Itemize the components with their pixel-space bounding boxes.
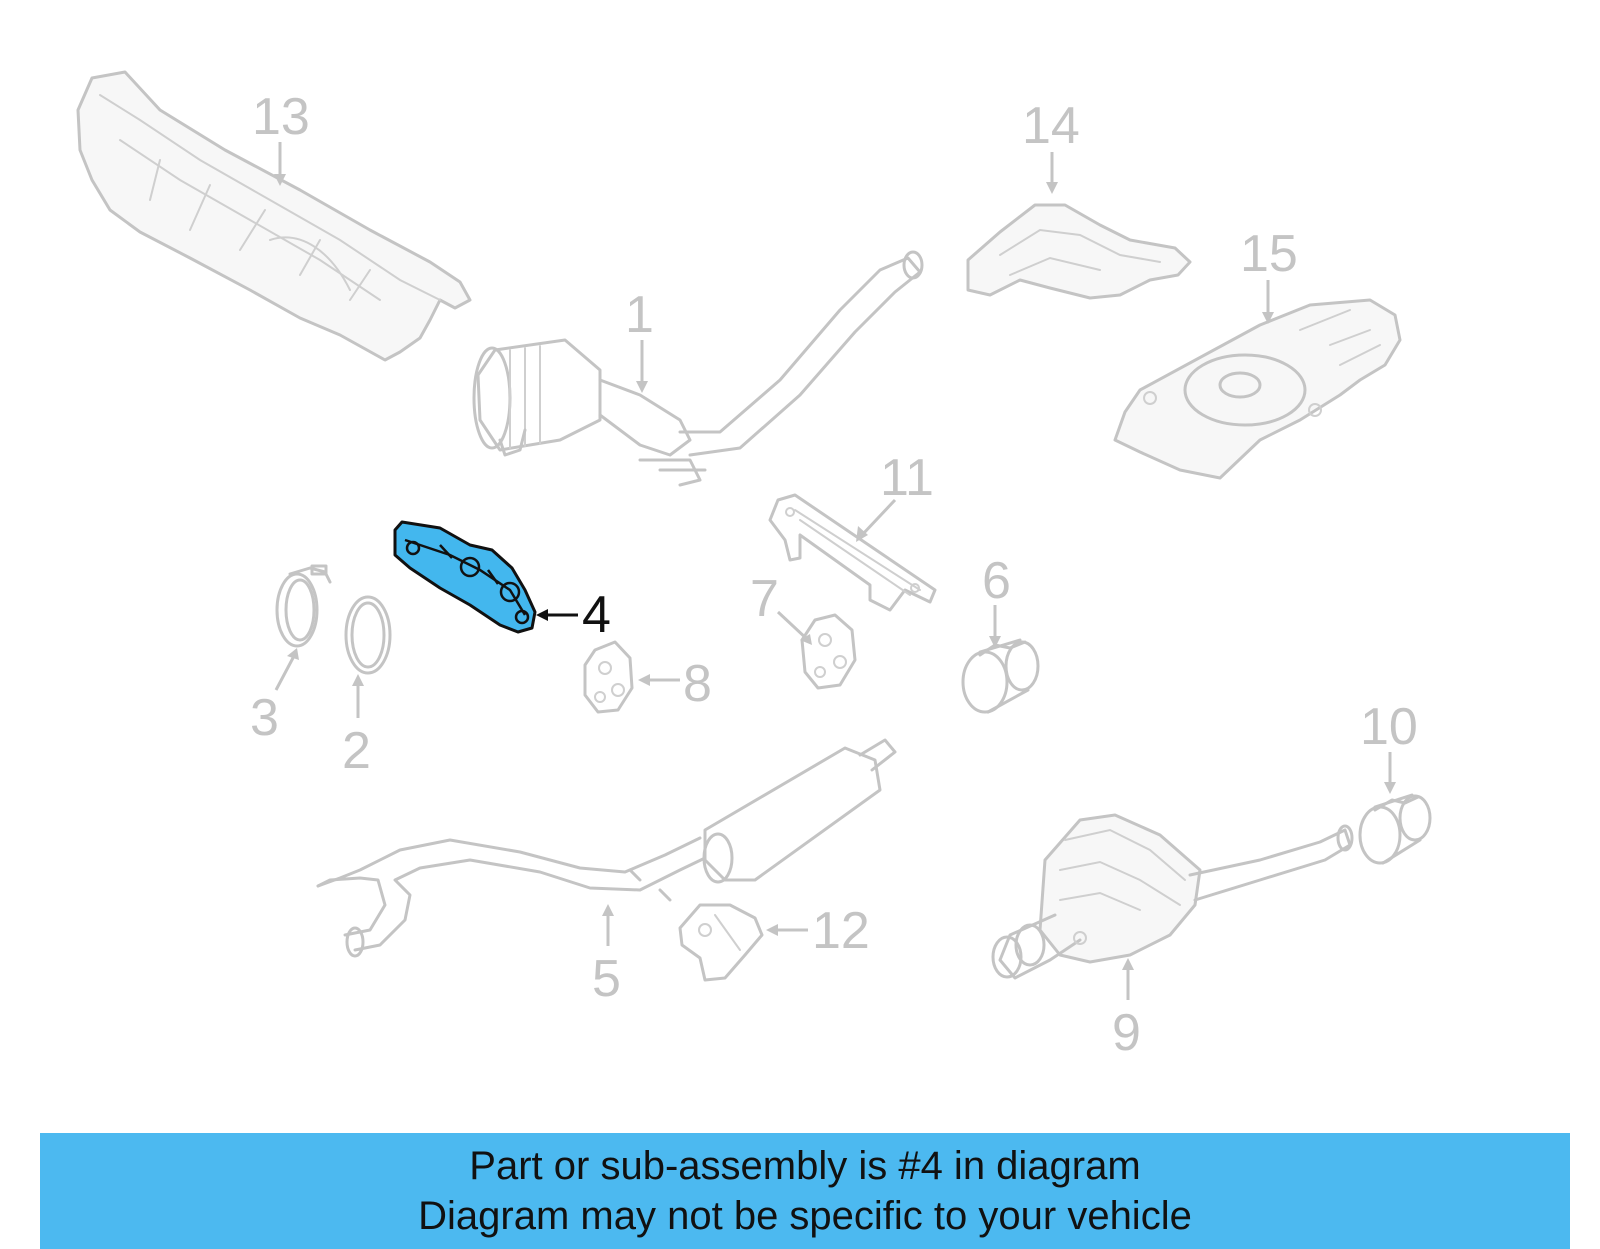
banner-line-disclaimer: Diagram may not be specific to your vehi… <box>418 1194 1192 1238</box>
part-10-clamp[interactable] <box>1358 793 1432 865</box>
leader-11 <box>860 498 897 537</box>
part-12-bracket[interactable] <box>678 903 764 982</box>
callout-1: 1 <box>625 286 654 344</box>
callout-7: 7 <box>750 570 779 628</box>
callout-2: 2 <box>342 722 371 780</box>
callout-15: 15 <box>1240 225 1298 283</box>
part-5-intermediate-pipe[interactable] <box>316 738 897 958</box>
leader-7 <box>776 610 810 642</box>
part-3-band-clamp[interactable] <box>275 564 332 648</box>
exhaust-parts-diagram: 13 14 15 1 11 <box>76 70 1432 1062</box>
part-9-rear-muffler[interactable] <box>991 813 1354 980</box>
callout-9: 9 <box>1112 1004 1141 1062</box>
part-15-underbody-shield[interactable] <box>1113 298 1402 480</box>
part-6-clamp[interactable] <box>961 638 1040 714</box>
part-1-catalytic-converter[interactable] <box>472 250 924 487</box>
banner-line-part: Part or sub-assembly is #4 in diagram <box>469 1144 1141 1188</box>
info-banner: Part or sub-assembly is #4 in diagram Di… <box>40 1133 1570 1249</box>
part-4-heat-shield-highlighted[interactable] <box>393 520 537 634</box>
callout-10: 10 <box>1360 698 1418 756</box>
part-13-heat-shield[interactable] <box>76 70 472 362</box>
leader-3 <box>274 655 296 691</box>
callout-11: 11 <box>880 449 934 507</box>
part-11-bracket[interactable] <box>768 493 937 612</box>
callout-8: 8 <box>683 655 712 713</box>
callout-3: 3 <box>250 689 279 747</box>
callout-6: 6 <box>982 552 1011 610</box>
part-2-gasket[interactable] <box>344 595 392 675</box>
callout-4: 4 <box>582 586 611 644</box>
part-7-rubber-hanger[interactable] <box>800 613 857 690</box>
callout-12: 12 <box>812 902 870 960</box>
callout-14: 14 <box>1022 97 1080 155</box>
part-8-rubber-hanger[interactable] <box>583 640 634 714</box>
part-14-heat-shield[interactable] <box>966 203 1192 300</box>
callout-13: 13 <box>252 88 310 146</box>
callout-5: 5 <box>592 950 621 1008</box>
